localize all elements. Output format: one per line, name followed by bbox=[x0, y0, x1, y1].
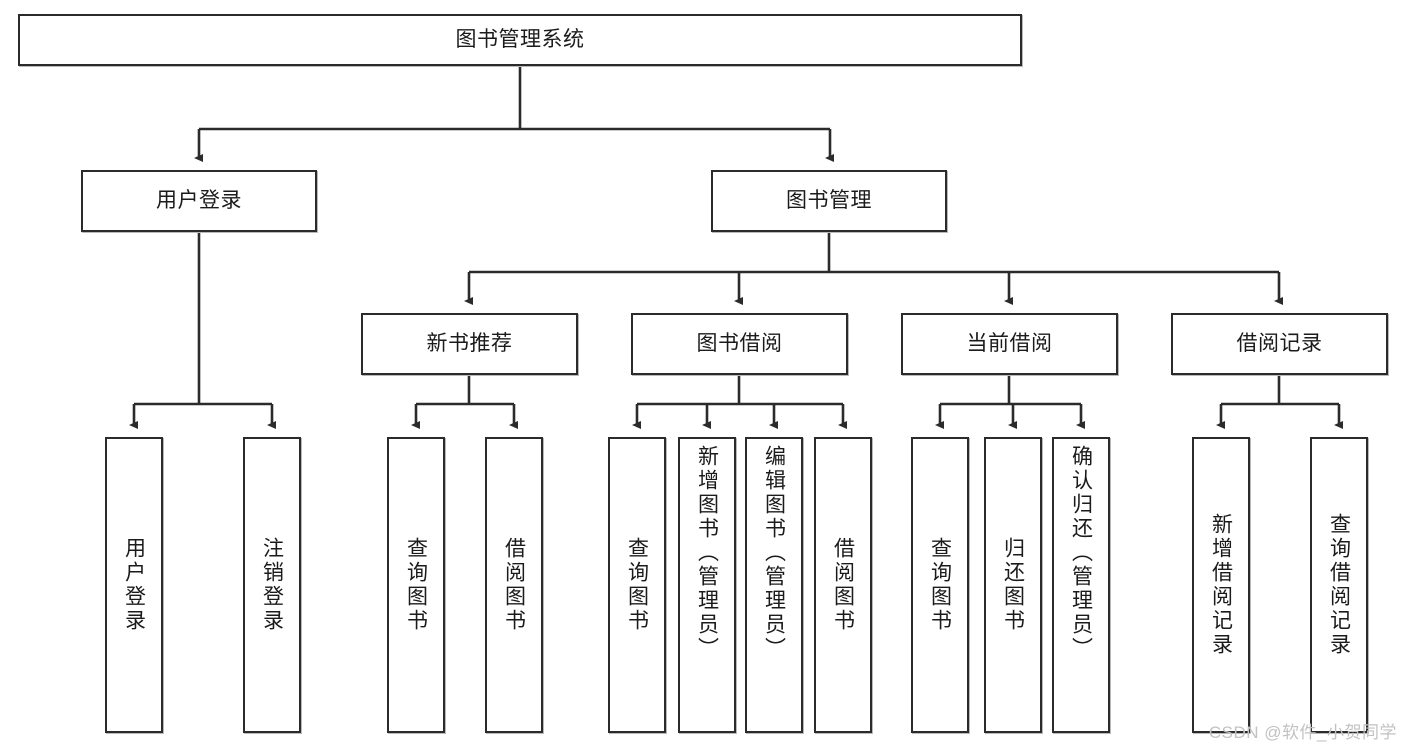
node-leaf-borrow-edit-label: 编辑图书（管理员） bbox=[762, 445, 786, 661]
node-leaf-rec-borrow-label: 借阅图书 bbox=[502, 537, 526, 633]
node-leaf-borrow-add[interactable]: 新增图书（管理员） bbox=[678, 437, 736, 733]
node-leaf-borrow-edit[interactable]: 编辑图书（管理员） bbox=[745, 437, 803, 733]
node-borrow-record[interactable]: 借阅记录 bbox=[1171, 313, 1388, 375]
node-leaf-user-logout[interactable]: 注销登录 bbox=[243, 437, 301, 733]
node-book-manage-label: 图书管理 bbox=[786, 188, 872, 212]
node-leaf-cur-return-label: 归还图书 bbox=[1001, 537, 1025, 633]
node-leaf-cur-return[interactable]: 归还图书 bbox=[984, 437, 1042, 733]
node-leaf-cur-confirm[interactable]: 确认归还（管理员） bbox=[1052, 437, 1110, 733]
node-root[interactable]: 图书管理系统 bbox=[18, 14, 1022, 66]
node-new-book-rec-label: 新书推荐 bbox=[426, 331, 513, 355]
node-book-manage[interactable]: 图书管理 bbox=[711, 170, 947, 232]
node-leaf-cur-query[interactable]: 查询图书 bbox=[911, 437, 969, 733]
node-leaf-borrow-query-label: 查询图书 bbox=[625, 537, 649, 633]
node-leaf-rec-borrow[interactable]: 借阅图书 bbox=[485, 437, 543, 733]
node-root-label: 图书管理系统 bbox=[455, 27, 585, 51]
node-current-borrow-label: 当前借阅 bbox=[966, 331, 1053, 355]
node-user-login-label: 用户登录 bbox=[156, 188, 242, 212]
node-leaf-rec-query2-label: 查询借阅记录 bbox=[1327, 513, 1351, 657]
node-leaf-borrow-query[interactable]: 查询图书 bbox=[608, 437, 666, 733]
node-leaf-cur-query-label: 查询图书 bbox=[928, 537, 952, 633]
node-leaf-user-login[interactable]: 用户登录 bbox=[105, 437, 163, 733]
node-leaf-rec-add[interactable]: 新增借阅记录 bbox=[1192, 437, 1250, 733]
node-user-login[interactable]: 用户登录 bbox=[81, 170, 317, 232]
node-leaf-rec-query-label: 查询图书 bbox=[404, 537, 428, 633]
node-book-borrow[interactable]: 图书借阅 bbox=[631, 313, 848, 375]
node-new-book-rec[interactable]: 新书推荐 bbox=[361, 313, 578, 375]
node-leaf-borrow-add-label: 新增图书（管理员） bbox=[695, 445, 719, 661]
node-leaf-borrow-lend-label: 借阅图书 bbox=[831, 537, 855, 633]
node-leaf-rec-add-label: 新增借阅记录 bbox=[1209, 513, 1233, 657]
node-leaf-user-login-label: 用户登录 bbox=[122, 537, 146, 633]
node-leaf-cur-confirm-label: 确认归还（管理员） bbox=[1069, 445, 1093, 661]
node-leaf-rec-query2[interactable]: 查询借阅记录 bbox=[1310, 437, 1368, 733]
node-leaf-rec-query[interactable]: 查询图书 bbox=[387, 437, 445, 733]
node-leaf-borrow-lend[interactable]: 借阅图书 bbox=[814, 437, 872, 733]
node-current-borrow[interactable]: 当前借阅 bbox=[901, 313, 1118, 375]
node-leaf-user-logout-label: 注销登录 bbox=[260, 537, 284, 633]
node-borrow-record-label: 借阅记录 bbox=[1236, 331, 1323, 355]
node-book-borrow-label: 图书借阅 bbox=[696, 331, 783, 355]
